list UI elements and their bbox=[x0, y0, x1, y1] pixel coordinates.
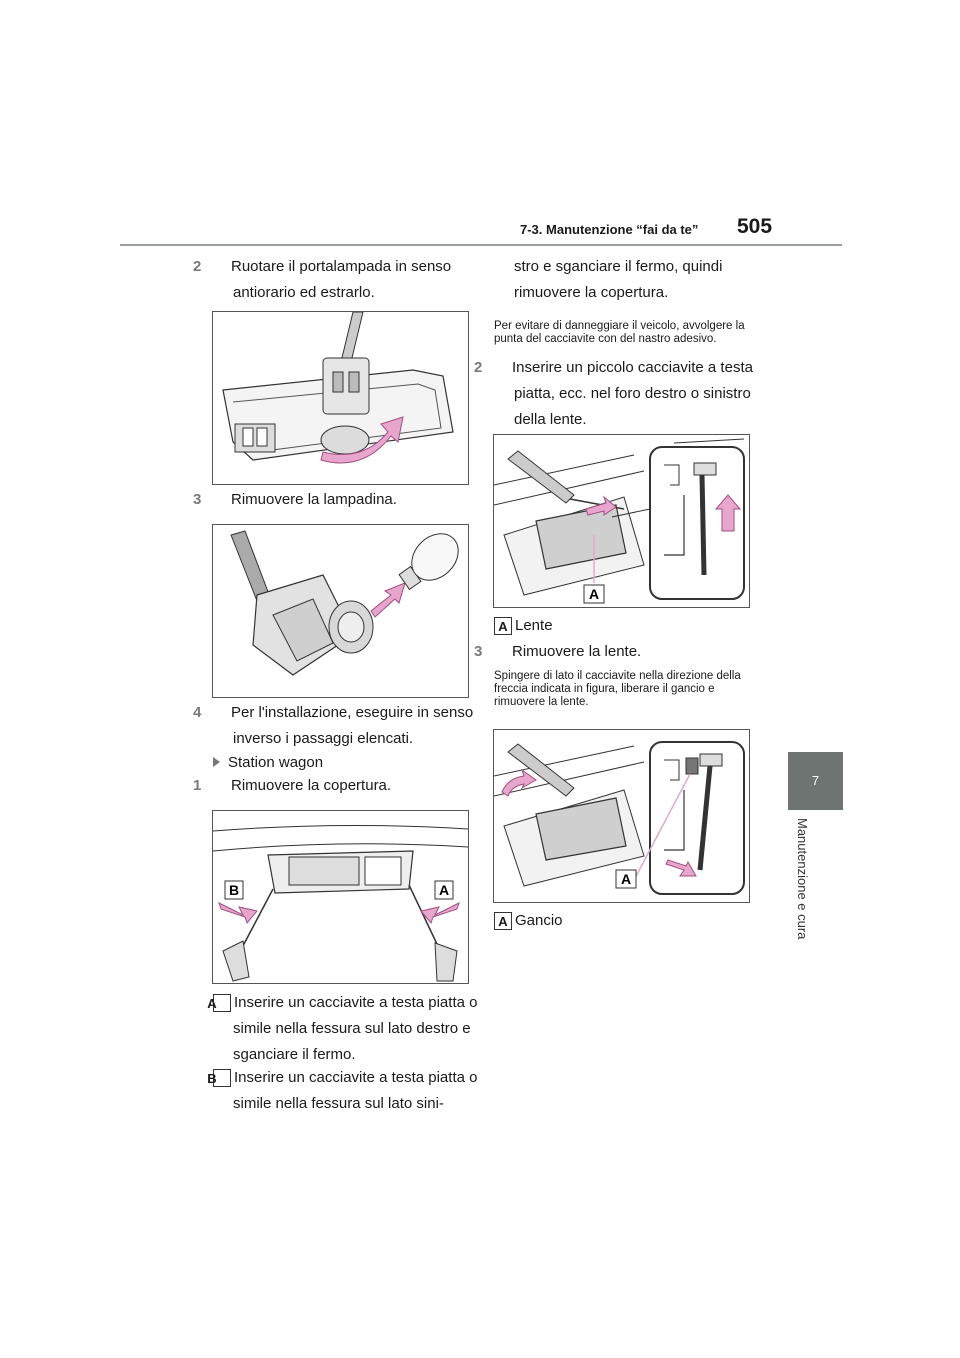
page-number: 505 bbox=[737, 215, 773, 238]
figure-cover-removal: B A bbox=[212, 810, 469, 984]
step-3-right: 3 Rimuovere la lente. bbox=[474, 639, 772, 665]
step-1-left: 1 Rimuovere la copertura. bbox=[193, 773, 493, 799]
note-push: Spingere di lato il cacciavite nella dir… bbox=[494, 670, 741, 708]
legend-badge: A bbox=[494, 912, 512, 931]
step-2-left: 2 Ruotare il portalampada in senso antior… bbox=[193, 254, 493, 306]
note-tape: Per evitare di danneggiare il veicolo, a… bbox=[494, 320, 745, 345]
legend-text: Gancio bbox=[515, 912, 563, 929]
step-number: 1 bbox=[193, 777, 202, 794]
callout-a: A bbox=[621, 871, 631, 887]
step-number: 2 bbox=[474, 359, 483, 376]
figure-lens-hook: A bbox=[493, 729, 750, 903]
cover-removal-illustration: B A bbox=[212, 824, 469, 982]
step-number: 4 bbox=[193, 704, 202, 721]
figure-bulb-removal bbox=[212, 524, 469, 698]
bulb-holder-illustration bbox=[222, 311, 454, 464]
step-4-left: 4 Per l'installazione, eseguire in senso … bbox=[193, 700, 493, 752]
step-number: 2 bbox=[193, 258, 202, 275]
step-text: Per l'installazione, eseguire in senso i… bbox=[231, 704, 474, 747]
figure-bulb-holder bbox=[212, 311, 469, 485]
chapter-title: Manutenzione e cura bbox=[795, 818, 810, 940]
legend-badge: A bbox=[494, 617, 512, 636]
legend-text: Lente bbox=[515, 617, 553, 634]
step-text: Rimuovere la lampadina. bbox=[231, 491, 397, 508]
step-text: Rimuovere la lente. bbox=[512, 643, 642, 660]
legend-text: Inserire un cacciavite a testa piatta o … bbox=[233, 994, 478, 1063]
variant-label: Station wagon bbox=[228, 754, 324, 771]
step-number: 3 bbox=[474, 643, 483, 660]
step-text: Rimuovere la copertura. bbox=[231, 777, 392, 794]
callout-a: A bbox=[589, 586, 599, 602]
section-title: 7-3. Manutenzione “fai da te” bbox=[520, 222, 699, 237]
callout-a: A bbox=[439, 882, 449, 898]
lens-hook-illustration: A bbox=[493, 741, 745, 895]
step-text: Ruotare il portalampada in senso antiora… bbox=[231, 258, 452, 301]
triangle-bullet-icon bbox=[213, 757, 220, 767]
step-2-right: 2 Inserire un piccolo cacciavite a testa … bbox=[474, 355, 772, 433]
step-3-left: 3 Rimuovere la lampadina. bbox=[193, 487, 493, 513]
step-text: Inserire un piccolo cacciavite a testa p… bbox=[512, 359, 753, 428]
header-rule bbox=[120, 244, 842, 246]
variant-bullet: Station wagon bbox=[213, 750, 473, 776]
bulb-removal-illustration bbox=[230, 530, 459, 676]
legend-text: Inserire un cacciavite a testa piatta o … bbox=[233, 1069, 478, 1112]
lens-insert-illustration: A bbox=[493, 438, 745, 604]
callout-b: B bbox=[229, 882, 239, 898]
chapter-tab: 7 bbox=[788, 752, 843, 810]
continued-text: stro e sganciare il fermo, quindi rimuov… bbox=[514, 258, 723, 301]
figure-lens-insert: A bbox=[493, 434, 750, 608]
step-number: 3 bbox=[193, 491, 202, 508]
legend-badge: A bbox=[207, 994, 231, 1013]
legend-badge: B bbox=[207, 1069, 231, 1088]
